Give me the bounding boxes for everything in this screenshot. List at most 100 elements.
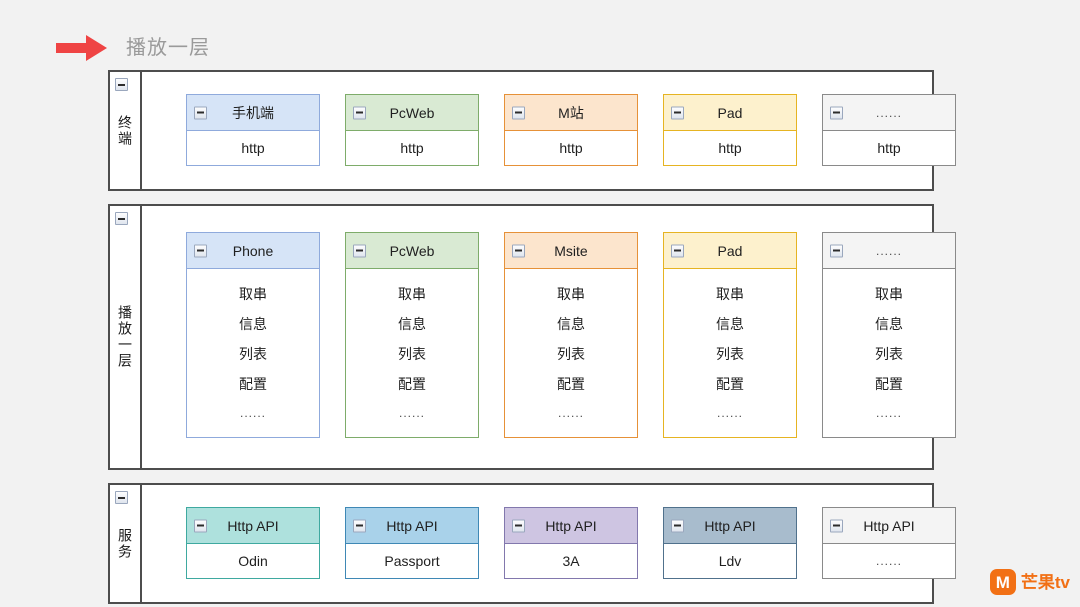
minus-collapse-icon[interactable] (830, 244, 843, 257)
minus-collapse-icon[interactable] (830, 106, 843, 119)
minus-collapse-icon[interactable] (353, 519, 366, 532)
minus-collapse-icon[interactable] (194, 519, 207, 532)
card-line: ...... (875, 406, 902, 420)
minus-collapse-icon[interactable] (115, 78, 128, 91)
minus-collapse-icon[interactable] (512, 244, 525, 257)
minus-collapse-icon[interactable] (671, 106, 684, 119)
page-header: 播放一层 (56, 28, 210, 68)
component-card[interactable]: Http API...... (822, 507, 956, 579)
card-line: 取串 (716, 286, 744, 302)
card-title: PcWeb (389, 104, 435, 121)
card-line: 取串 (398, 286, 426, 302)
card-body: ...... (823, 544, 955, 578)
card-title: Http API (545, 517, 597, 534)
card-header: Pad (664, 95, 796, 131)
component-card[interactable]: ......取串信息列表配置...... (822, 232, 956, 438)
mangotv-watermark: M 芒果tv (989, 569, 1070, 595)
card-header: Http API (187, 508, 319, 544)
row-label-strip: 服务 (110, 485, 142, 602)
card-line: 配置 (875, 376, 903, 392)
card-line: 信息 (398, 316, 426, 332)
row-label-strip: 播放一层 (110, 206, 142, 468)
component-card[interactable]: M站 http (504, 94, 638, 166)
card-header: ...... (823, 95, 955, 131)
card-line: 列表 (557, 346, 585, 362)
minus-collapse-icon[interactable] (115, 212, 128, 225)
card-line: ...... (557, 406, 584, 420)
minus-collapse-icon[interactable] (830, 519, 843, 532)
card-body: 取串信息列表配置...... (505, 269, 637, 437)
card-title: Pad (717, 104, 743, 121)
card-title: ...... (875, 105, 902, 120)
card-title: Http API (863, 517, 915, 534)
minus-collapse-icon[interactable] (353, 244, 366, 257)
card-header: Http API (346, 508, 478, 544)
card-line: http (877, 140, 901, 156)
minus-collapse-icon[interactable] (194, 244, 207, 257)
row-label-strip: 终端 (110, 72, 142, 189)
card-title: PcWeb (389, 242, 435, 259)
layer-row: 播放一层 Phone 取串信息列表配置...... PcWeb 取串信息列表配置....… (108, 204, 956, 470)
minus-collapse-icon[interactable] (671, 519, 684, 532)
page-title: 播放一层 (126, 37, 210, 59)
minus-collapse-icon[interactable] (194, 106, 207, 119)
card-title: Pad (717, 242, 743, 259)
card-title: Phone (232, 242, 274, 259)
minus-collapse-icon[interactable] (353, 106, 366, 119)
card-line: Passport (384, 553, 440, 569)
card-header: Msite (505, 233, 637, 269)
card-line: 取串 (557, 286, 585, 302)
card-header: 手机端 (187, 95, 319, 131)
card-line: ...... (716, 406, 743, 420)
component-card[interactable]: Pad http (663, 94, 797, 166)
card-title: M站 (558, 104, 584, 121)
card-line: 配置 (557, 376, 585, 392)
card-line: http (559, 140, 583, 156)
minus-collapse-icon[interactable] (512, 519, 525, 532)
component-card[interactable]: Http API Passport (345, 507, 479, 579)
card-body: Passport (346, 544, 478, 578)
card-line: 配置 (716, 376, 744, 392)
card-line: 信息 (557, 316, 585, 332)
minus-collapse-icon[interactable] (512, 106, 525, 119)
card-body: http (823, 131, 955, 165)
card-line: http (400, 140, 424, 156)
component-card[interactable]: PcWeb http (345, 94, 479, 166)
card-header: M站 (505, 95, 637, 131)
card-header: Http API (823, 508, 955, 544)
row-label-text: 终端 (117, 114, 133, 147)
card-body: http (505, 131, 637, 165)
card-body: http (346, 131, 478, 165)
card-header: ...... (823, 233, 955, 269)
red-right-arrow-icon (56, 35, 107, 61)
row-label-text: 播放一层 (117, 305, 133, 369)
mangotv-wordmark: 芒果tv (1020, 572, 1070, 592)
card-line: 信息 (239, 316, 267, 332)
card-line: 信息 (716, 316, 744, 332)
mangotv-logo-icon: M (989, 569, 1016, 595)
card-header: Http API (505, 508, 637, 544)
minus-collapse-icon[interactable] (115, 491, 128, 504)
card-line: 列表 (875, 346, 903, 362)
card-line: 配置 (398, 376, 426, 392)
card-title: Http API (227, 517, 279, 534)
minus-collapse-icon[interactable] (671, 244, 684, 257)
card-line: ...... (875, 554, 902, 568)
component-card[interactable]: ...... http (822, 94, 956, 166)
card-body: Ldv (664, 544, 796, 578)
card-body: http (664, 131, 796, 165)
card-body: 取串信息列表配置...... (823, 269, 955, 437)
card-line: 列表 (239, 346, 267, 362)
card-body: 取串信息列表配置...... (187, 269, 319, 437)
